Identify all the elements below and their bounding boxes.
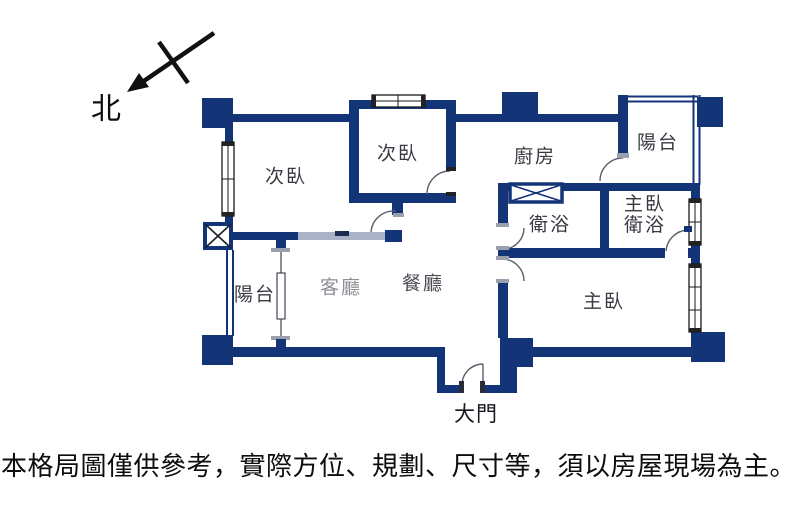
room-label-master-bath-line2: 衛浴 (623, 215, 667, 236)
room-label-dining-room: 餐廳 (401, 273, 445, 295)
pillar-top-left (202, 98, 233, 128)
door-bathroom (496, 223, 525, 250)
door-hallway (370, 210, 404, 233)
disclaimer-text: 本格局圖僅供參考，實際方位、規劃、尺寸等，須以房屋現場為主。 (1, 452, 797, 481)
room-label-master-bath: 主臥 衛浴 (624, 194, 666, 236)
door-master-bath (665, 226, 692, 252)
window-master-bath (688, 198, 702, 246)
door-master-zone (496, 256, 525, 283)
room-label-living-room: 客廳 (319, 277, 363, 299)
pillar-bottom-left (202, 335, 233, 365)
thin-walls (226, 95, 701, 336)
north-label: 北 (91, 93, 121, 126)
north-arrow-icon (127, 31, 216, 92)
door-top-bedroom (426, 167, 456, 196)
room-label-bedroom-top: 次臥 (376, 143, 420, 165)
sliding-door (271, 240, 290, 348)
windows (221, 94, 702, 333)
room-label-bathroom: 衛浴 (528, 214, 572, 236)
room-label-balcony-left: 陽台 (233, 284, 277, 306)
window-left-bedroom (221, 141, 235, 217)
door-stub (392, 202, 403, 215)
shaft-x-box (203, 222, 233, 250)
door-main-entry (459, 363, 485, 393)
door-kitchen-balcony (599, 153, 629, 182)
duct-x-box (508, 182, 564, 204)
room-label-bedroom-left: 次臥 (264, 166, 308, 188)
pillar-top-right (697, 97, 723, 127)
doors (370, 153, 692, 393)
room-label-kitchen: 廚房 (513, 146, 557, 168)
room-label-master-bath-line1: 主臥 (623, 194, 667, 215)
room-label-balcony-top: 陽台 (636, 132, 680, 154)
window-master-bedroom (688, 263, 702, 333)
partition (298, 230, 402, 242)
pillar-entry (500, 338, 533, 367)
window-top-bedroom (371, 94, 426, 108)
room-label-master-bedroom: 主臥 (582, 291, 626, 313)
pillars (202, 92, 725, 367)
walls (225, 95, 700, 393)
room-label-main-door: 大門 (454, 402, 498, 426)
